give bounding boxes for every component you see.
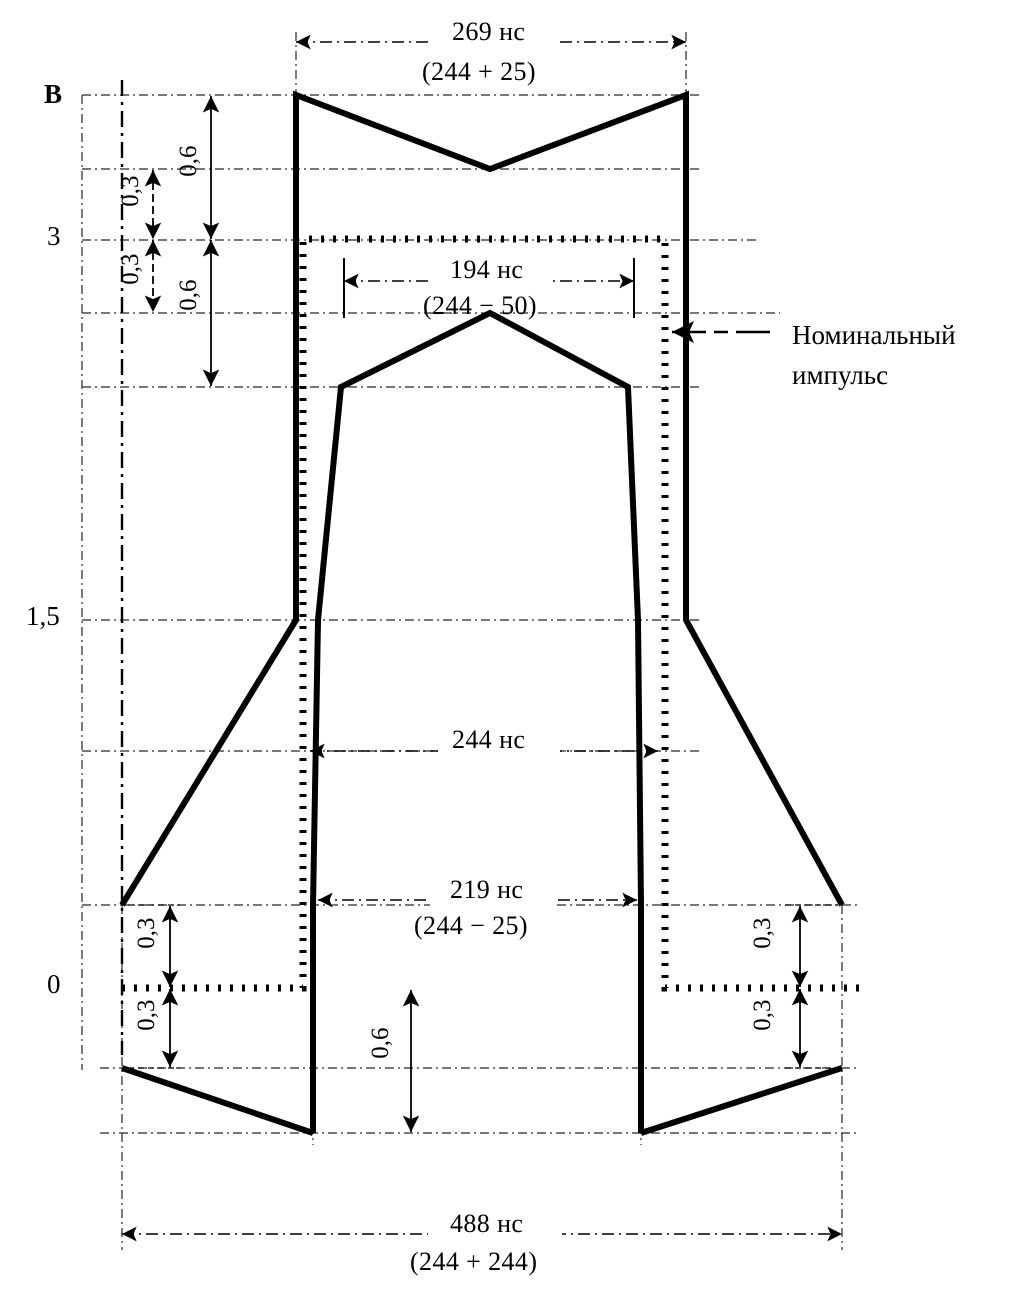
dimension-label-219: 219 нс [450, 875, 524, 904]
upper-bound-mask-curve [119, 90, 845, 1136]
dimension-label-194: 194 нс [450, 255, 524, 284]
lower-bound-mask-curve [310, 309, 644, 1133]
dimension-expr-194: (244 − 50) [423, 291, 537, 320]
vertical-dimension-upper [144, 96, 220, 386]
dimension-expr-488: (244 + 244) [410, 1247, 538, 1276]
y-axis-unit-label: В [44, 79, 63, 109]
dimension-label-244: 244 нс [452, 725, 526, 754]
dimension-expr-269: (244 + 25) [422, 57, 536, 86]
construction-lines [81, 32, 860, 1250]
vertical-dim-label-lower-left-b: 0,3 [132, 999, 160, 1031]
y-axis-tick-1-5: 1,5 [26, 601, 60, 631]
dimension-label-488: 488 нс [450, 1209, 524, 1238]
vertical-dimension-lower-left [128, 904, 180, 1069]
y-axis-tick-0: 0 [47, 969, 61, 999]
vertical-dim-label-bottom-center: 0,6 [366, 1027, 394, 1059]
vertical-dim-label-lower-left-a: 0,3 [132, 917, 160, 949]
label-backings [428, 22, 562, 1242]
nominal-pulse-annotation-line2: импульс [792, 360, 889, 390]
vertical-dim-label-upper-inner-b: 0,3 [116, 253, 144, 285]
vertical-dim-label-upper-outer-a: 0,6 [174, 145, 202, 177]
vertical-dimension-lower-right [785, 904, 838, 1069]
nominal-pulse-annotation-line1: Номинальный [792, 320, 956, 350]
vertical-dim-label-upper-outer-b: 0,6 [174, 279, 202, 311]
dimension-expr-219: (244 − 25) [414, 911, 528, 940]
dimension-label-269: 269 нс [452, 17, 526, 46]
vertical-dim-label-lower-right-a: 0,3 [748, 917, 776, 949]
vertical-dim-label-upper-inner-a: 0,3 [116, 175, 144, 207]
y-axis-tick-3: 3 [47, 221, 61, 251]
vertical-dim-label-lower-right-b: 0,3 [748, 999, 776, 1031]
